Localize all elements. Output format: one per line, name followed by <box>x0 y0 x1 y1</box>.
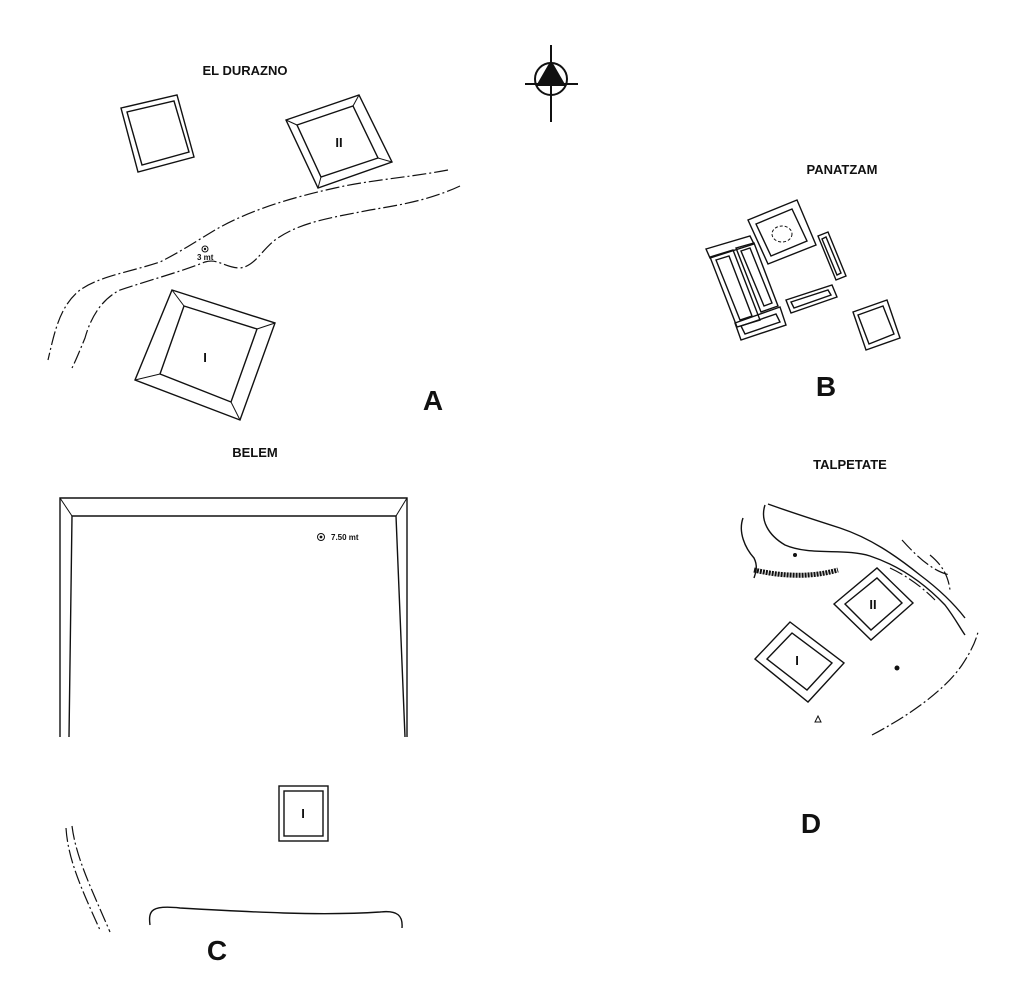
mound-I-label: I <box>203 350 207 365</box>
panel-b-letter: B <box>816 371 836 402</box>
mound-I-talpetate <box>753 621 846 703</box>
triangle-marker-icon <box>814 714 822 723</box>
mound-I-belem-label: I <box>301 806 305 821</box>
mound-II-talpetate-label: II <box>869 597 876 612</box>
range-structure-bottom <box>785 284 838 314</box>
elevation-label-a: 3 mt <box>197 253 214 262</box>
marker-dot <box>793 553 797 557</box>
large-platform <box>59 497 408 738</box>
escarpment <box>753 567 839 578</box>
north-arrow-icon <box>525 45 578 122</box>
benchmark-icon <box>201 245 209 253</box>
mound-unlabeled <box>120 94 195 173</box>
mound-II <box>285 94 393 189</box>
mound-I-belem <box>278 785 329 842</box>
panel-c-belem: BELEM 7.50 mt I C <box>59 445 408 966</box>
panel-d-letter: D <box>801 808 821 839</box>
panel-a-letter: A <box>423 385 443 416</box>
benchmark-icon <box>317 533 325 541</box>
panel-c-letter: C <box>207 935 227 966</box>
panel-a-title: EL DURAZNO <box>203 63 288 78</box>
panel-d-title: TALPETATE <box>813 457 887 472</box>
mound-small <box>852 299 901 351</box>
mound-II-talpetate <box>832 567 915 641</box>
terrace-edge <box>148 906 403 929</box>
panel-d-talpetate: TALPETATE II I <box>740 457 979 839</box>
elevation-label-c: 7.50 mt <box>331 533 359 542</box>
mound-I-talpetate-label: I <box>795 653 799 668</box>
range-structure-right <box>817 231 847 281</box>
stream <box>47 169 461 369</box>
stream-c <box>65 825 111 933</box>
range-structure-left <box>705 235 787 341</box>
mound-central <box>747 199 817 265</box>
panel-c-title: BELEM <box>232 445 278 460</box>
panel-b-title: PANATZAM <box>806 162 877 177</box>
panel-b-panatzam: PANATZAM <box>705 162 901 402</box>
mound-I <box>134 289 276 421</box>
terrace-edge-d <box>871 631 979 736</box>
mound-II-label: II <box>335 135 342 150</box>
panel-a-el-durazno: EL DURAZNO II 3 mt <box>47 63 461 421</box>
benchmark-icon <box>894 665 900 671</box>
river-banks <box>740 503 966 636</box>
